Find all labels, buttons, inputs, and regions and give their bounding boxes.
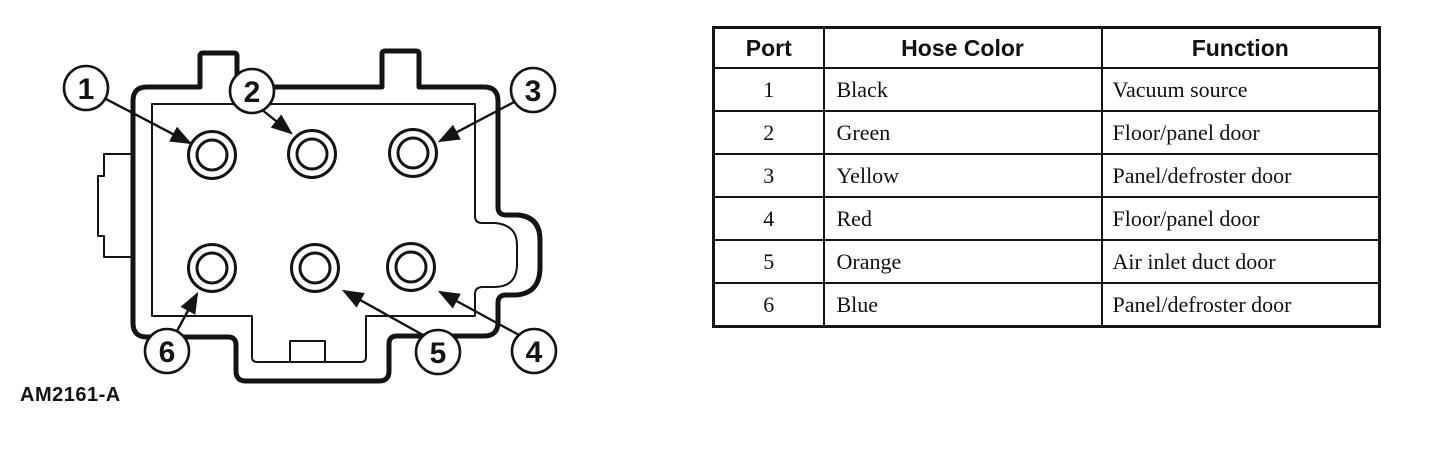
function-cell: Panel/defroster door	[1100, 282, 1381, 328]
table-row: 4 Red Floor/panel door	[712, 196, 1381, 241]
color-cell: Black	[822, 67, 1103, 112]
port-3	[388, 128, 438, 178]
port-6	[187, 243, 237, 293]
color-cell: Blue	[822, 282, 1103, 328]
color-cell: Yellow	[822, 153, 1103, 198]
callout-1: 1	[62, 64, 110, 112]
port-3-outer-ring	[388, 128, 438, 178]
function-cell: Floor/panel door	[1100, 110, 1381, 155]
callout-2-arrow	[260, 108, 293, 135]
callout-6-arrow	[175, 291, 199, 332]
callout-3-arrow	[437, 99, 517, 143]
callout-4-number: 4	[526, 336, 543, 369]
callout-1-circle	[62, 64, 110, 112]
connector-bottom-notch	[289, 340, 326, 363]
function-cell: Vacuum source	[1100, 67, 1381, 112]
port-5	[290, 243, 340, 293]
port-4	[386, 242, 436, 292]
port-cell: 2	[712, 110, 825, 155]
port-cell: 6	[712, 282, 825, 328]
port-1-inner-ring	[195, 138, 229, 172]
color-cell: Green	[822, 110, 1103, 155]
function-cell: Air inlet duct door	[1100, 239, 1381, 284]
port-4-inner-ring	[394, 250, 428, 284]
hose-color-table: Port Hose Color Function 1 Black Vacuum …	[712, 26, 1381, 328]
callout-4: 4	[510, 327, 558, 375]
connector-diagram: 1 2 3 4 5 6 AM2161-A	[0, 0, 620, 458]
port-1-outer-ring	[187, 130, 237, 180]
figure-label: AM2161-A	[20, 384, 121, 406]
header-function: Function	[1100, 26, 1381, 69]
header-hose-color: Hose Color	[822, 26, 1103, 69]
table-row: 1 Black Vacuum source	[712, 67, 1381, 112]
callout-3-circle	[509, 66, 557, 114]
callout-5-circle	[414, 328, 462, 376]
port-5-inner-ring	[298, 251, 332, 285]
callout-2-circle	[228, 67, 276, 115]
port-4-outer-ring	[386, 242, 436, 292]
callout-5-number: 5	[430, 337, 447, 370]
table-row: 2 Green Floor/panel door	[712, 110, 1381, 155]
port-3-inner-ring	[396, 136, 430, 170]
callout-2: 2	[228, 67, 276, 115]
connector-inner-outline	[151, 103, 518, 363]
port-cell: 5	[712, 239, 825, 284]
function-cell: Floor/panel door	[1100, 196, 1381, 241]
table-row: 6 Blue Panel/defroster door	[712, 282, 1381, 328]
connector-outer-outline	[130, 48, 543, 384]
connector-diagram-svg: 1 2 3 4 5 6 AM2161-A	[20, 48, 558, 406]
callout-3: 3	[509, 66, 557, 114]
header-port: Port	[712, 26, 825, 69]
callout-1-number: 1	[78, 73, 95, 106]
callout-6-number: 6	[159, 336, 176, 369]
port-6-outer-ring	[187, 243, 237, 293]
port-cell: 4	[712, 196, 825, 241]
port-5-outer-ring	[290, 243, 340, 293]
port-6-inner-ring	[195, 251, 229, 285]
color-cell: Orange	[822, 239, 1103, 284]
port-2-inner-ring	[295, 137, 329, 171]
connector-left-tab	[97, 153, 133, 258]
function-cell: Panel/defroster door	[1100, 153, 1381, 198]
port-2-outer-ring	[287, 129, 337, 179]
callout-4-arrow	[437, 290, 520, 337]
table-row: 3 Yellow Panel/defroster door	[712, 153, 1381, 198]
callout-6-circle	[143, 327, 191, 375]
port-2	[287, 129, 337, 179]
callout-6: 6	[143, 327, 191, 375]
port-cell: 1	[712, 67, 825, 112]
callout-4-circle	[510, 327, 558, 375]
table-header-row: Port Hose Color Function	[712, 26, 1381, 69]
callout-1-arrow	[103, 96, 193, 145]
callout-5-arrow	[341, 289, 424, 337]
callout-2-number: 2	[244, 76, 261, 109]
color-cell: Red	[822, 196, 1103, 241]
port-cell: 3	[712, 153, 825, 198]
table-row: 5 Orange Air inlet duct door	[712, 239, 1381, 284]
port-1	[187, 130, 237, 180]
callout-3-number: 3	[525, 75, 542, 108]
callout-5: 5	[414, 328, 462, 376]
